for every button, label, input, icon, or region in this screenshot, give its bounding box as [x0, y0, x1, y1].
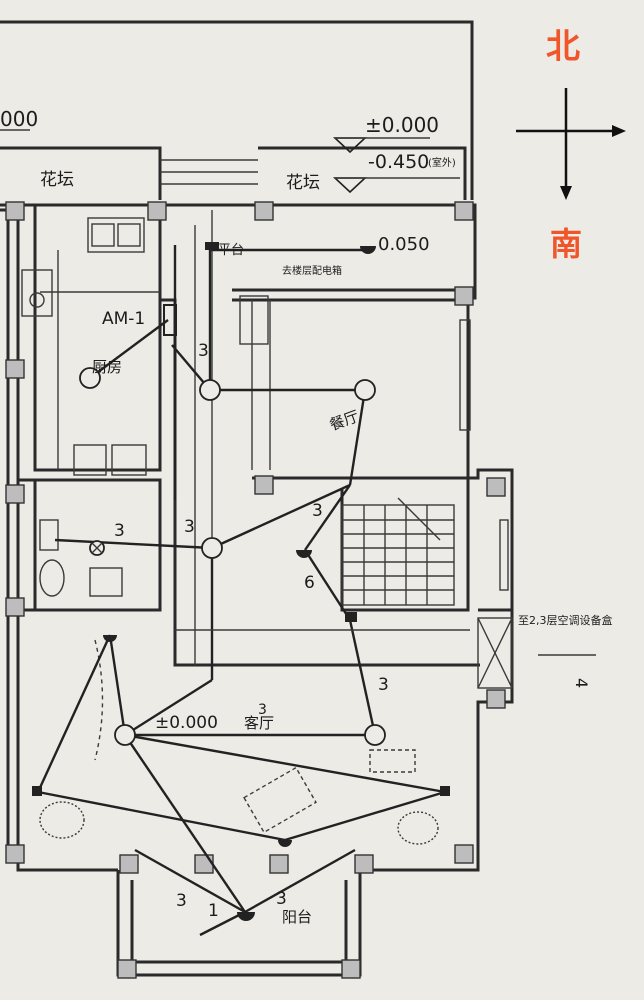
planter-right-label: 花坛 [286, 173, 320, 193]
lamp-circle [354, 379, 376, 401]
lamp-circle [199, 379, 221, 401]
terrace-note: 去楼层配电箱 [282, 264, 342, 277]
living-label: 客厅 [244, 714, 274, 732]
wire-count-balcony-right: 3 [276, 889, 287, 909]
north-label: 北 [546, 27, 580, 67]
wire-count-living-mid: 3 [258, 702, 267, 718]
terrace-elevation-label: 0.050 [378, 234, 430, 255]
wire-count-balcony-left: 3 [176, 891, 187, 911]
lamp-circle [114, 724, 136, 746]
wire-count-balcony-mid: 1 [208, 901, 219, 921]
terrace-label: 平台 [218, 243, 244, 258]
lamp-half [360, 246, 376, 254]
panel-box [163, 304, 177, 336]
lamp-half [237, 912, 255, 921]
wire-count-kitchen: 3 [198, 341, 209, 361]
living-elevation-label: ±0.000 [155, 713, 218, 733]
panel-label: AM-1 [102, 309, 145, 329]
light-fixtures [32, 242, 450, 921]
wire-count-stair-a: 3 [312, 501, 323, 521]
lamp-circle [79, 367, 101, 389]
dimension-mark: 4 [572, 678, 591, 688]
wire-count-bath-a: 3 [114, 521, 125, 541]
lamp-half [296, 550, 312, 558]
elevation-markers [0, 129, 460, 194]
lamp-circle [364, 724, 386, 746]
lamp-half [278, 840, 292, 847]
wire-count-stair-b: 6 [304, 573, 315, 593]
kitchen-label: 厨房 [92, 358, 122, 376]
left-elevation-label: 000 [0, 107, 38, 131]
compass-rose: 北 南 [516, 27, 626, 263]
garden-elevation-note: (室外) [428, 156, 456, 169]
south-label: 南 [550, 225, 582, 263]
planter-left-label: 花坛 [40, 170, 74, 190]
fixtures [21, 217, 513, 845]
staircase [341, 497, 455, 606]
balcony-label: 阳台 [282, 908, 312, 926]
wire-count-bath-b: 3 [184, 517, 195, 537]
structural-columns [5, 201, 506, 979]
garden-elevation-label: -0.450 [368, 151, 429, 173]
top-elevation-label: ±0.000 [365, 113, 439, 137]
wire-count-living-right: 3 [378, 675, 389, 695]
wiring-lines [36, 245, 470, 937]
stair-note: 至2,3层空调设备盒 [518, 613, 613, 627]
lamp-circle [201, 537, 223, 559]
lamp-half [103, 635, 117, 642]
